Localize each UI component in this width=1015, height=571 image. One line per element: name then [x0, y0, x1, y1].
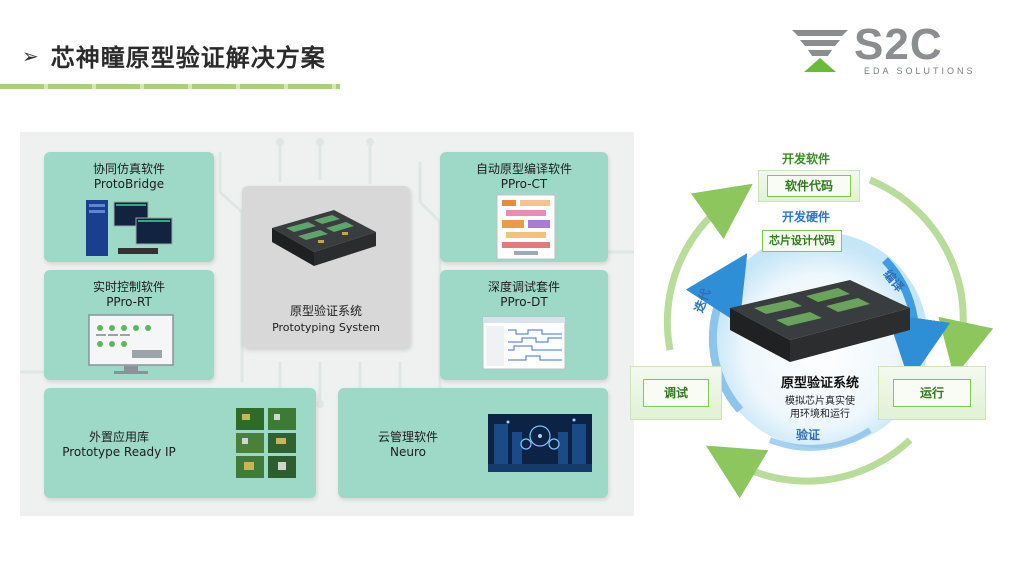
card-ppro-rt: 实时控制软件 PPro-RT: [44, 270, 214, 380]
page-title: 芯神瞳原型验证解决方案: [50, 44, 326, 72]
card-title-en: ProtoBridge: [93, 177, 165, 191]
card-prototype-ready-ip: 外置应用库 Prototype Ready IP: [44, 388, 316, 498]
center-title-en: Prototyping System: [272, 321, 380, 334]
card-ppro-dt: 深度调试套件 PPro-DT: [440, 270, 608, 380]
verification-cycle-diagram: 开发软件 软件代码 开发硬件 芯片设计代码 编译 迭代 验证 调试 运行 原型验…: [630, 140, 1010, 540]
label-develop-hardware: 开发硬件: [782, 210, 831, 224]
logo-wordmark: S2C: [854, 20, 943, 69]
label-develop-software: 开发软件: [782, 152, 831, 166]
prototyping-hardware-icon: [272, 210, 376, 266]
title-arrow-icon: ➢: [22, 43, 39, 68]
chip-design-code-box: 芯片设计代码: [762, 230, 842, 252]
header: ➢ 芯神瞳原型验证解决方案: [22, 38, 326, 73]
card-title-en: Neuro: [390, 445, 426, 459]
card-title-cn: 实时控制软件: [92, 280, 165, 294]
cloud-datacenter-icon: [488, 414, 592, 472]
center-system-title: 原型验证系统: [780, 376, 859, 391]
monitor-icon: [88, 314, 174, 374]
debug-label: 调试: [643, 379, 709, 407]
label-verify: 验证: [796, 428, 821, 442]
center-system-sub-1: 模拟芯片真实使: [785, 396, 855, 407]
logo-mark-icon: [792, 30, 848, 72]
card-title-en: PPro-DT: [500, 295, 548, 309]
card-title-en: Prototype Ready IP: [62, 445, 176, 459]
card-title-cn: 深度调试套件: [487, 280, 560, 294]
center-title-cn: 原型验证系统: [289, 304, 362, 318]
card-title-cn: 协同仿真软件: [92, 162, 165, 176]
debug-box: 调试: [630, 366, 722, 420]
title-underline: [0, 84, 340, 89]
software-code-label: 软件代码: [767, 175, 851, 197]
product-panel: 协同仿真软件 ProtoBridge 实时控制软件 PPro-RT: [20, 132, 634, 516]
card-title-cn: 外置应用库: [88, 430, 149, 444]
center-prototyping-system: 原型验证系统 Prototyping System: [242, 186, 410, 348]
s2c-logo: S2C EDA SOLUTIONS: [790, 20, 980, 78]
software-code-box: 软件代码: [758, 170, 860, 202]
card-protobridge: 协同仿真软件 ProtoBridge: [44, 152, 214, 262]
card-title-cn: 自动原型编译软件: [475, 162, 572, 176]
logo-subtitle: EDA SOLUTIONS: [864, 66, 976, 76]
workstation-icon: [86, 200, 173, 256]
card-title-cn: 云管理软件: [377, 430, 438, 444]
card-neuro: 云管理软件 Neuro: [338, 388, 608, 498]
compile-flow-icon: [496, 194, 556, 260]
waveform-debug-icon: [482, 316, 566, 370]
ip-boards-icon: [236, 408, 296, 478]
prototyping-hardware-icon: [730, 280, 910, 362]
center-system-sub-2: 用环境和运行: [790, 409, 850, 420]
card-title-en: PPro-RT: [106, 295, 152, 309]
cycle-rings: [663, 176, 994, 499]
run-label: 运行: [893, 379, 971, 407]
card-ppro-ct: 自动原型编译软件 PPro-CT: [440, 152, 608, 262]
run-box: 运行: [878, 366, 986, 420]
card-title-en: PPro-CT: [500, 177, 548, 191]
